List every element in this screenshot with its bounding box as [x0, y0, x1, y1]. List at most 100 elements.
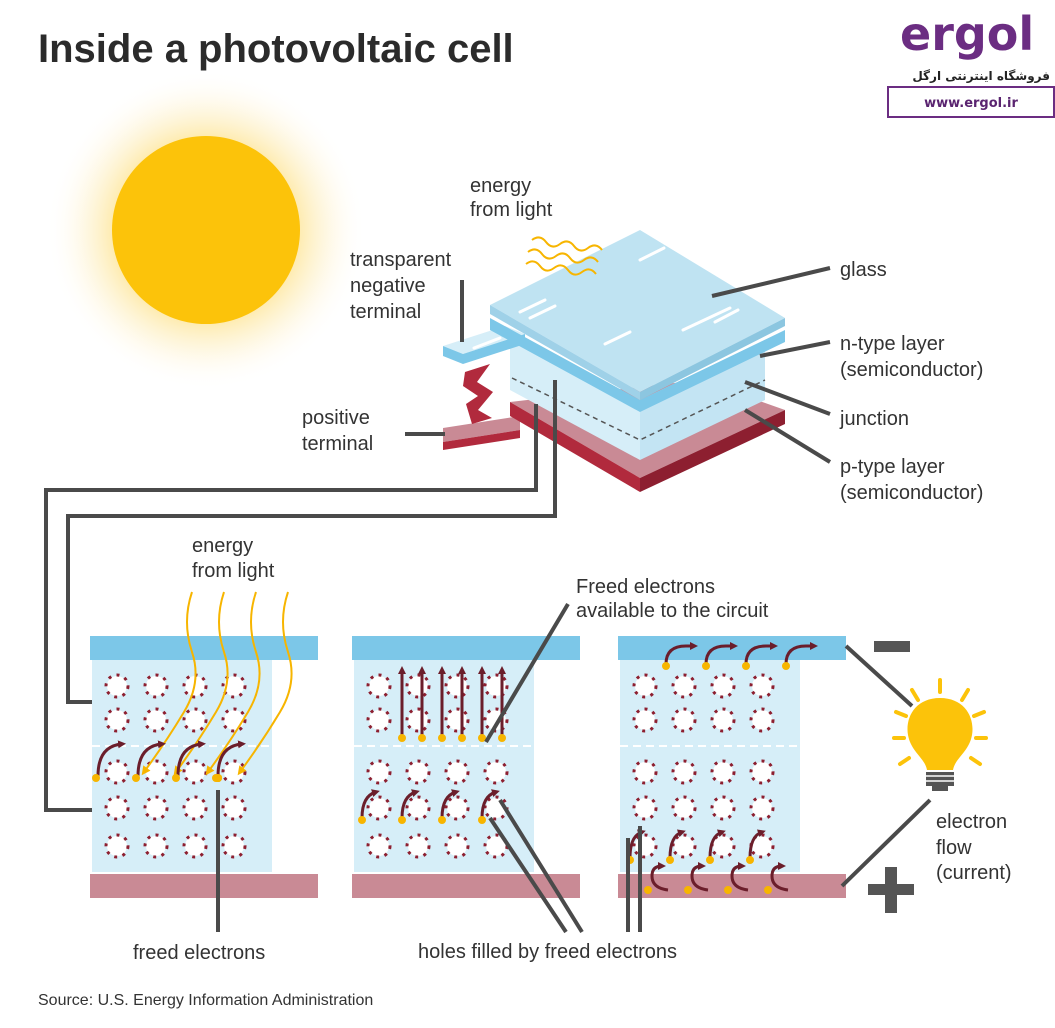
lattice-atom: [752, 798, 772, 818]
n-layer-bar: [90, 636, 318, 660]
lattice-bond: [405, 707, 431, 733]
lattice-bond: [632, 707, 658, 733]
lattice-atom: [185, 836, 205, 856]
lattice-atom: [713, 710, 733, 730]
label-glass: glass: [840, 259, 887, 281]
lattice-atom: [713, 836, 733, 856]
lattice-bond: [671, 759, 697, 785]
lattice-bond: [444, 795, 470, 821]
lattice-bond: [104, 833, 130, 859]
lattice-atom: [107, 710, 127, 730]
lattice-atom: [486, 762, 506, 782]
electron-dot: [706, 856, 714, 864]
label-electron-flow-2: flow: [936, 837, 972, 859]
label-junction: junction: [839, 408, 909, 430]
electron-arrow: [96, 740, 126, 777]
electron-dot: [92, 774, 100, 782]
hole-fill-arrow: [480, 789, 500, 819]
lattice-atom: [447, 836, 467, 856]
label-transparent-3: terminal: [350, 301, 421, 323]
lattice-atom: [674, 710, 694, 730]
label-energy-top-2: from light: [470, 199, 553, 221]
lattice-atom: [635, 762, 655, 782]
lattice-atom: [369, 676, 389, 696]
lattice-bond: [104, 795, 130, 821]
lattice-bond: [405, 759, 431, 785]
lattice-atom: [674, 676, 694, 696]
sun-icon: [46, 70, 366, 390]
lattice-bond: [710, 795, 736, 821]
source-note: Source: U.S. Energy Information Administ…: [38, 992, 373, 1009]
lattice-bond: [671, 707, 697, 733]
lattice-atom: [107, 836, 127, 856]
lattice-bond: [632, 759, 658, 785]
p-layer-bar: [352, 874, 580, 898]
label-electron-flow-3: (current): [936, 862, 1012, 884]
light-wave-line: [237, 591, 293, 776]
lattice-atom: [369, 836, 389, 856]
light-wave-line: [173, 591, 229, 776]
label-holes-filled: holes filled by freed electrons: [418, 941, 677, 963]
lattice-bond: [366, 833, 392, 859]
label-energy-bottom-1: energy: [192, 535, 253, 557]
lattice-bond: [221, 833, 247, 859]
electron-dot: [742, 662, 750, 670]
electron-arrow: [136, 740, 166, 777]
lattice-atom: [674, 762, 694, 782]
lattice-bond: [483, 707, 509, 733]
lattice-bond: [182, 707, 208, 733]
lattice-atom: [369, 710, 389, 730]
label-ptype-2: (semiconductor): [840, 482, 983, 504]
lattice-atom: [752, 836, 772, 856]
lattice-atom: [107, 676, 127, 696]
lattice-atom: [369, 798, 389, 818]
electron-dot: [458, 734, 466, 742]
label-ptype-1: p-type layer: [840, 456, 945, 478]
current-arrow: [704, 642, 738, 665]
lattice-atom: [146, 836, 166, 856]
hole-fill-arrow: [360, 789, 380, 819]
electron-dot: [746, 856, 754, 864]
lattice-atom: [185, 798, 205, 818]
p-layer-bar: [90, 874, 318, 898]
bottom-entry-arrow: [770, 862, 789, 892]
label-transparent-2: negative: [350, 275, 426, 297]
lattice-bond: [143, 707, 169, 733]
lattice-bond: [143, 833, 169, 859]
lattice-bond: [632, 795, 658, 821]
label-electron-flow-1: electron: [936, 811, 1007, 833]
circuit-wires-top: [44, 380, 557, 812]
lattice-bond: [366, 673, 392, 699]
wire-to-bulb-negative: [844, 644, 914, 708]
lattice-bond: [710, 707, 736, 733]
lattice-atom: [146, 798, 166, 818]
lattice-bond: [182, 795, 208, 821]
lattice-atom: [674, 836, 694, 856]
electron-dot: [438, 734, 446, 742]
panels-group: [90, 591, 846, 898]
electron-dot: [214, 774, 222, 782]
lattice-bond: [104, 673, 130, 699]
lattice-atom: [752, 710, 772, 730]
lattice-atom: [146, 710, 166, 730]
lattice-atom: [635, 798, 655, 818]
electron-dot: [398, 816, 406, 824]
lattice-bond: [444, 759, 470, 785]
electron-dot: [764, 886, 772, 894]
electron-dot: [644, 886, 652, 894]
logo-brand: ergol: [900, 7, 1034, 61]
page-title: Inside a photovoltaic cell: [38, 27, 514, 71]
wire-to-bulb-positive: [840, 798, 932, 888]
light-bulb-icon: [892, 678, 988, 791]
electron-dot: [478, 816, 486, 824]
label-energy-top-1: energy: [470, 175, 531, 197]
lattice-atom: [447, 798, 467, 818]
lattice-atom: [635, 676, 655, 696]
lattice-bond: [671, 673, 697, 699]
bottom-entry-arrow: [730, 862, 749, 892]
light-wave-line: [205, 591, 261, 776]
lattice-bond: [366, 707, 392, 733]
electron-dot: [702, 662, 710, 670]
lattice-bond: [483, 759, 509, 785]
current-arrow: [784, 642, 818, 665]
